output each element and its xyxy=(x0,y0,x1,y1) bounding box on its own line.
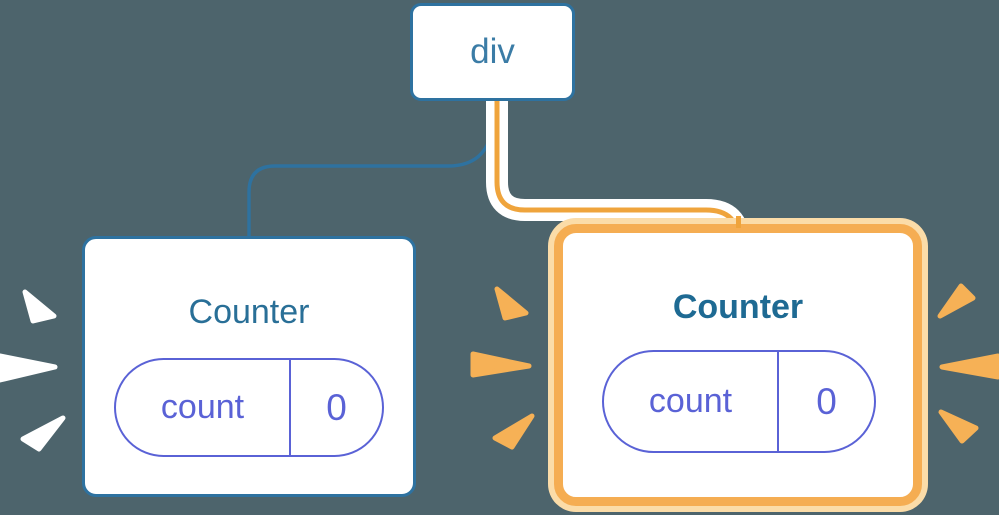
burst-icon xyxy=(494,286,529,321)
state-name: count xyxy=(116,360,291,455)
burst-icon xyxy=(20,415,66,452)
edge-div-to-left-counter xyxy=(247,100,494,242)
tree-node-counter-left: Counter count 0 xyxy=(82,236,416,497)
node-label: div xyxy=(470,32,515,71)
state-pill: count 0 xyxy=(114,358,384,457)
node-title: Counter xyxy=(188,293,310,331)
tree-node-div: div xyxy=(410,3,575,101)
state-name: count xyxy=(604,352,779,451)
state-pill: count 0 xyxy=(602,350,876,453)
burst-group-right-counter-left xyxy=(470,286,535,450)
burst-group-right-counter-right xyxy=(937,283,999,444)
tree-node-counter-right-highlighted: Counter count 0 xyxy=(554,224,922,506)
burst-group-left-counter xyxy=(0,289,66,452)
burst-icon xyxy=(937,283,976,319)
edge-orange-stub xyxy=(736,216,741,228)
burst-icon xyxy=(492,413,535,450)
burst-icon xyxy=(22,289,57,324)
burst-icon xyxy=(0,353,58,383)
state-value: 0 xyxy=(326,386,347,428)
burst-icon xyxy=(470,351,532,378)
burst-icon xyxy=(939,353,999,380)
burst-icon xyxy=(938,409,979,444)
node-title: Counter xyxy=(672,288,804,326)
state-value: 0 xyxy=(816,380,837,422)
